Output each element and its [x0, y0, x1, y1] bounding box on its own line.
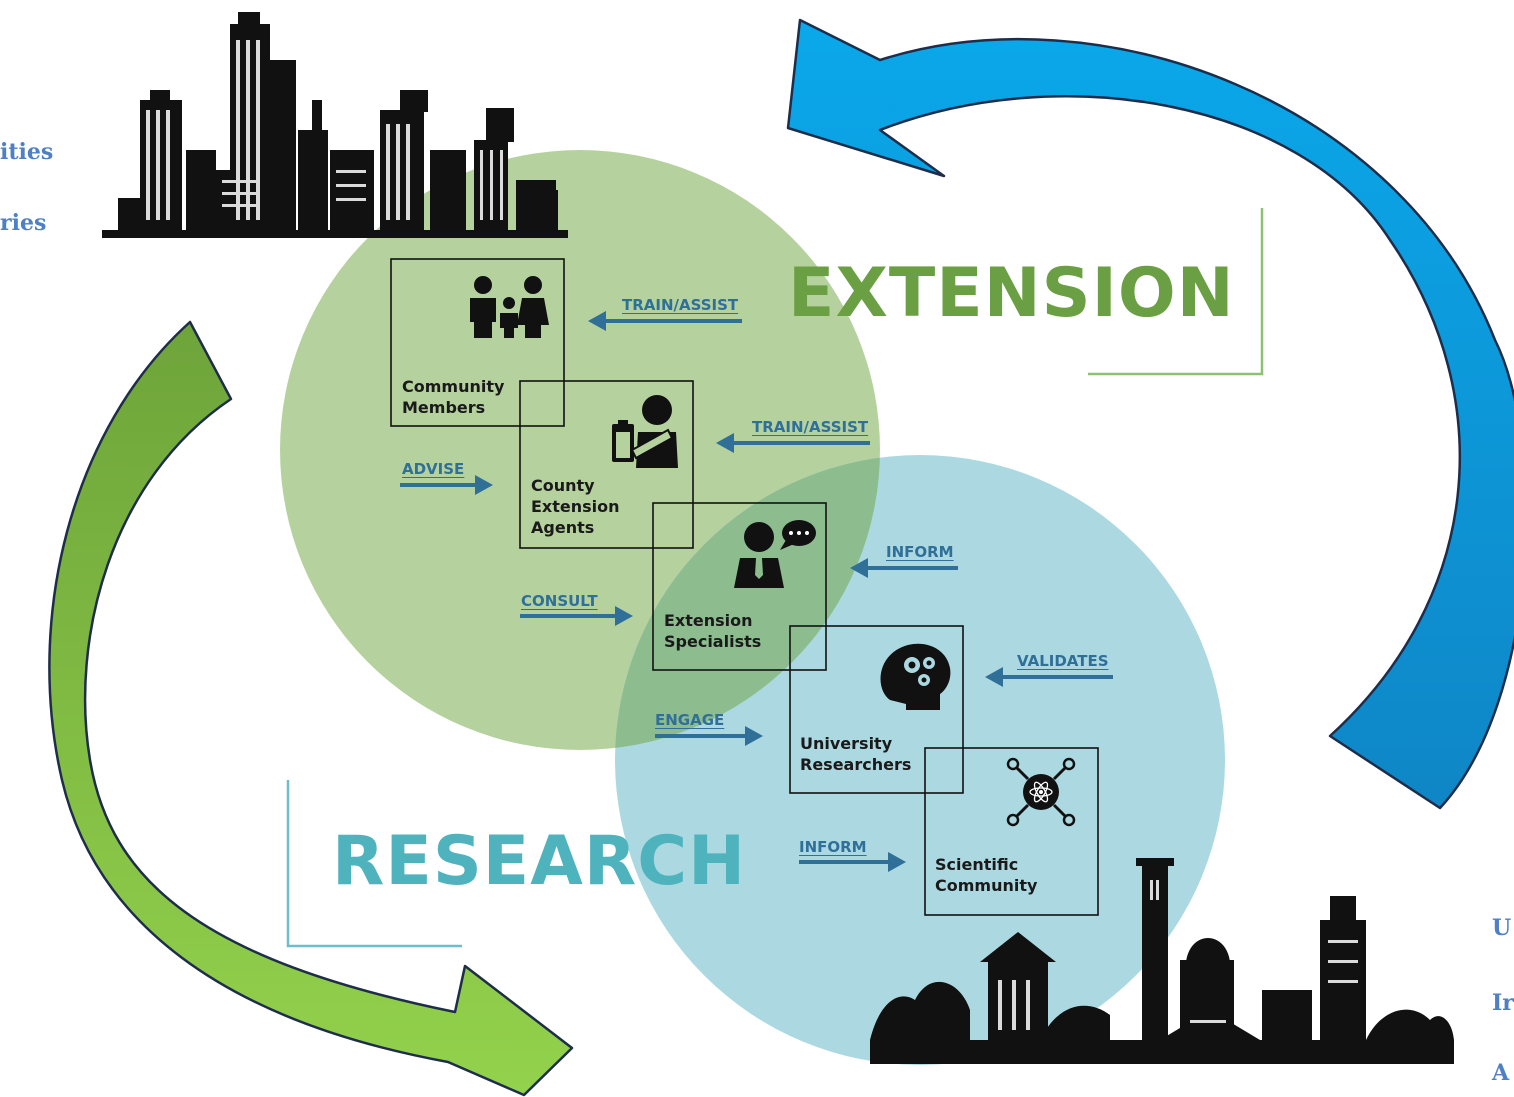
- flow-label-engage: ENGAGE: [655, 711, 725, 729]
- box-community-members: [390, 258, 565, 427]
- atom-network-icon: [1006, 757, 1076, 827]
- flow-arrow-train-assist-1: [588, 311, 742, 331]
- flow-label-inform-2: INFORM: [799, 838, 867, 856]
- flow-label-consult: CONSULT: [521, 592, 598, 610]
- left-edge-label-2: ries: [0, 210, 47, 236]
- university-researchers-label: University Researchers: [800, 734, 912, 774]
- flow-arrow-engage: [655, 726, 763, 746]
- agent-clipboard-icon: [612, 395, 678, 468]
- flow-arrow-train-assist-2: [716, 433, 870, 453]
- flow-arrow-validates: [985, 667, 1113, 687]
- right-edge-label-1: U: [1492, 915, 1512, 941]
- specialist-speech-icon: [734, 520, 816, 588]
- box-scientific-community: [924, 747, 1099, 916]
- scientific-community-label: Scientific Community: [935, 855, 1038, 895]
- campus-skyline-icon: [870, 858, 1454, 1064]
- county-extension-agents-label: County Extension Agents: [531, 476, 620, 537]
- flow-arrow-inform-1: [850, 558, 958, 578]
- flow-label-train-assist-1: TRAIN/ASSIST: [622, 296, 739, 314]
- family-icon: [470, 276, 549, 338]
- flow-arrow-inform-2: [799, 852, 906, 872]
- flow-arrows: [400, 311, 1113, 872]
- flow-arrow-advise: [400, 475, 493, 495]
- left-edge-label-1: ities: [0, 139, 54, 165]
- brain-gears-icon: [880, 643, 951, 710]
- right-edge-label-2: Ir: [1492, 990, 1514, 1016]
- research-title: RESEARCH: [332, 822, 747, 901]
- research-bracket: [286, 780, 462, 948]
- city-skyline-icon: [102, 12, 568, 238]
- flow-label-train-assist-2: TRAIN/ASSIST: [752, 418, 869, 436]
- box-extension-specialists: [652, 502, 827, 671]
- flow-label-validates: VALIDATES: [1017, 652, 1109, 670]
- community-members-label: Community Members: [402, 377, 505, 417]
- extension-bracket: [1088, 208, 1264, 376]
- green-cycle-arrow: [48, 320, 574, 1097]
- extension-title: EXTENSION: [788, 254, 1235, 333]
- flow-label-advise: ADVISE: [402, 460, 465, 478]
- right-edge-label-3: A: [1492, 1060, 1510, 1086]
- extension-specialists-label: Extension Specialists: [664, 611, 762, 651]
- overlap-region: [615, 455, 880, 750]
- box-county-extension-agents: [519, 380, 694, 549]
- flow-arrow-consult: [520, 606, 633, 626]
- blue-cycle-arrow: [786, 18, 1514, 810]
- flow-label-inform-1: INFORM: [886, 543, 954, 561]
- box-university-researchers: [789, 625, 964, 794]
